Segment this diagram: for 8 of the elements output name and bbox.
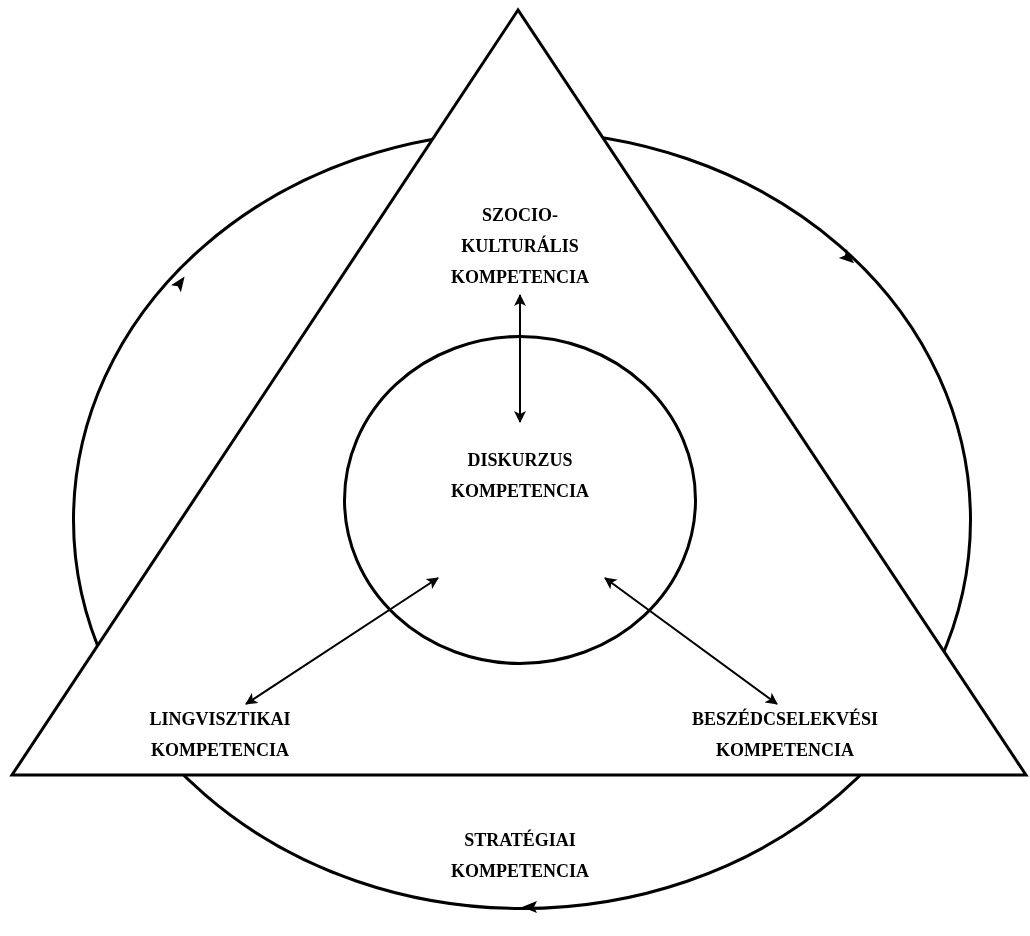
double-arrow xyxy=(514,294,526,423)
double-arrow xyxy=(604,577,778,705)
double-arrow xyxy=(245,577,439,705)
competence-label: LINGVISZTIKAI KOMPETENCIA xyxy=(110,703,330,767)
competence-label: DISKURZUS KOMPETENCIA xyxy=(450,449,590,503)
competence-label: SZOCIO- KULTURÁLIS KOMPETENCIA xyxy=(440,198,600,294)
competence-label: STRATÉGIAI KOMPETENCIA xyxy=(420,824,620,888)
competence-label: BESZÉDCSELEKVÉSI KOMPETENCIA xyxy=(650,703,920,767)
